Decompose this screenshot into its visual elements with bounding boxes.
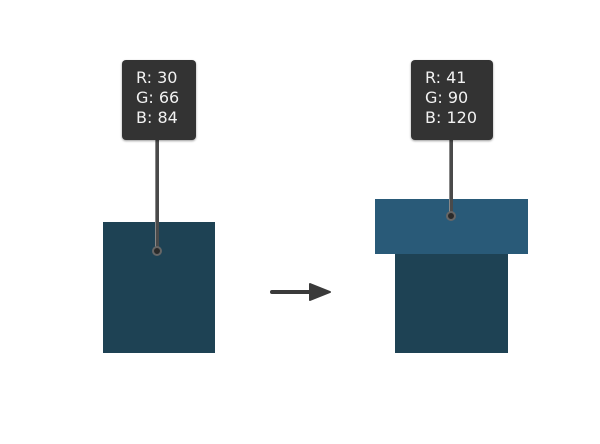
left-green-value: G: 66: [136, 88, 180, 107]
left-color-pin: [152, 246, 162, 256]
right-red-value: R: 41: [425, 68, 467, 87]
right-color-tooltip: R: 41 G: 90 B: 120: [411, 60, 493, 140]
left-tooltip-stem: [155, 138, 159, 250]
after-body-shape: [395, 254, 508, 353]
right-tooltip-stem: [449, 138, 453, 214]
right-green-value: G: 90: [425, 88, 469, 107]
left-red-value: R: 30: [136, 68, 178, 87]
right-blue-value: B: 120: [425, 108, 477, 127]
right-color-pin: [446, 211, 456, 221]
right-arrow-icon: [270, 283, 331, 301]
left-blue-value: B: 84: [136, 108, 178, 127]
before-shape: [103, 222, 215, 353]
left-color-tooltip: R: 30 G: 66 B: 84: [122, 60, 196, 140]
